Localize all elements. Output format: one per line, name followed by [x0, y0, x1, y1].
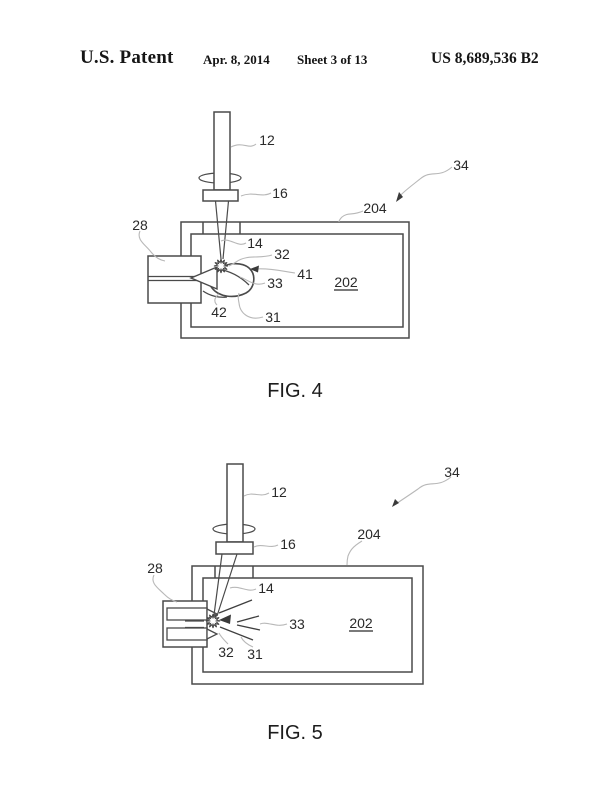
- fig4-ref-label-28: 28: [132, 217, 148, 233]
- figure-5-labels: 12 34 16 204 28 14 33 202 32 31 FIG. 5: [147, 464, 460, 744]
- fig4-ref-label-33: 33: [267, 275, 283, 291]
- fig5-spray-chevron-upper: [236, 615, 260, 623]
- fig4-leader-34: [398, 166, 453, 198]
- fig5-ref-label-32: 32: [218, 644, 234, 660]
- patent-header-number: US 8,689,536 B2: [431, 50, 539, 67]
- fig5-holder-block: [215, 541, 254, 555]
- fig5-ref-label-14: 14: [258, 580, 274, 596]
- fig4-ref-label-41: 41: [297, 266, 313, 282]
- fig5-leader-14: [229, 586, 257, 591]
- fig5-leader-32: [218, 632, 229, 645]
- fig4-ref-label-16: 16: [272, 185, 288, 201]
- fig5-ref-label-16: 16: [280, 536, 296, 552]
- fig4-leader-32: [228, 254, 273, 267]
- fig5-leader-204: [346, 540, 363, 566]
- fig5-ref-label-202: 202: [349, 615, 373, 631]
- fig5-leader-33: [259, 622, 288, 626]
- fig4-caption: FIG. 4: [267, 380, 323, 402]
- fig5-leader-31: [240, 636, 254, 648]
- fig4-leader-31: [237, 292, 264, 319]
- fig4-leader-33: [239, 276, 266, 285]
- fig4-ref-label-204: 204: [363, 200, 387, 216]
- fig4-leader-16: [240, 192, 272, 197]
- fig4-ref-label-32: 32: [274, 246, 290, 262]
- fig5-ref-label-204: 204: [357, 526, 381, 542]
- fig5-ref-label-33: 33: [289, 616, 305, 632]
- fig4-leader-42: [214, 293, 220, 306]
- patent-header-sheet: Sheet 3 of 13: [297, 52, 368, 67]
- fig4-leader-28: [138, 230, 166, 262]
- fig5-caption: FIG. 5: [267, 722, 323, 744]
- fig5-leader-28: [152, 574, 178, 603]
- fig4-needle-right-edge: [222, 200, 230, 260]
- fig4-needle-left-edge: [214, 200, 222, 260]
- fig4-side-box: [147, 255, 202, 304]
- patent-header-date: Apr. 8, 2014: [203, 52, 270, 67]
- fig5-arrowhead-34: [392, 499, 399, 507]
- fig5-ref-label-34: 34: [444, 464, 460, 480]
- fig4-blob-tail-line: [202, 290, 228, 298]
- fig5-spray-arrowhead: [219, 614, 231, 624]
- figure-4-labels: 12 16 34 204 28 14 32 41 33 202 42 31 FI…: [132, 132, 469, 402]
- fig5-needle-right-edge: [216, 553, 238, 617]
- fig5-ref-label-12: 12: [271, 484, 287, 500]
- fig4-arrowhead-34: [396, 192, 403, 202]
- fig5-ref-label-28: 28: [147, 560, 163, 576]
- fig5-leader-34: [395, 476, 452, 505]
- fig4-ref-label-31: 31: [265, 309, 281, 325]
- fig4-tool-shaft: [213, 111, 231, 191]
- fig5-lower-bar-tip: [206, 627, 219, 641]
- fig5-leader-12: [243, 492, 270, 497]
- fig4-leader-204: [338, 210, 364, 223]
- fig5-tool-shaft: [226, 463, 244, 543]
- fig4-holder-block: [202, 189, 239, 202]
- fig5-lower-bar: [166, 627, 208, 641]
- fig5-ref-label-31: 31: [247, 646, 263, 662]
- figure-4-drawing: [138, 111, 453, 339]
- fig4-leader-14: [220, 239, 247, 245]
- fig5-leader-16: [253, 544, 279, 548]
- fig5-container-inner: [202, 577, 413, 673]
- fig4-leader-lines: [138, 143, 453, 319]
- fig5-spray-line-upper: [218, 599, 253, 614]
- figure-5-drawing: [152, 463, 452, 685]
- fig5-spray-chevron-lower: [236, 624, 261, 631]
- fig4-leader-12: [230, 143, 257, 148]
- fig4-ref-label-202: 202: [334, 274, 358, 290]
- fig4-arrowhead-41: [250, 265, 259, 273]
- fig5-needle-left-edge: [213, 553, 223, 616]
- fig5-spray-lines: [218, 599, 261, 641]
- fig5-leader-lines: [152, 476, 452, 648]
- fig5-upper-bar: [166, 607, 208, 621]
- patent-header-title: U.S. Patent: [80, 47, 174, 68]
- fig5-spray-line-lower: [219, 626, 254, 641]
- fig4-ref-label-12: 12: [259, 132, 275, 148]
- fig4-ref-label-42: 42: [211, 304, 227, 320]
- fig4-ref-label-14: 14: [247, 235, 263, 251]
- fig4-slot-arrow: [189, 265, 218, 291]
- fig5-container-outer: [191, 565, 424, 685]
- fig4-ref-label-34: 34: [453, 157, 469, 173]
- fig4-leader-41: [255, 268, 296, 274]
